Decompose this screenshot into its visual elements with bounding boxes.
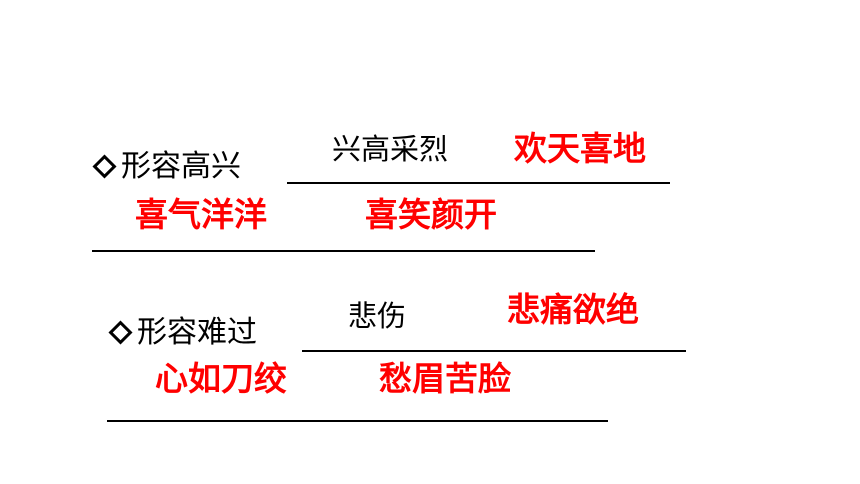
prompt-sad-label: 形容难过 <box>137 315 257 350</box>
answer-happy-handwritten: 兴高采烈 <box>332 132 449 166</box>
answer-sad-red-2: 心如刀绞 <box>155 359 287 398</box>
answer-sad-red-3: 愁眉苦脸 <box>379 359 511 398</box>
diamond-bullet-icon <box>108 319 133 345</box>
answer-blank-line <box>92 250 595 252</box>
answer-happy-red-3: 喜笑颜开 <box>365 195 497 234</box>
answer-blank-line <box>302 350 686 352</box>
prompt-happy-label: 形容高兴 <box>121 149 241 184</box>
answer-blank-line <box>107 420 608 422</box>
prompt-happy: 形容高兴 <box>92 152 241 182</box>
answer-happy-red-2: 喜气洋洋 <box>135 195 267 234</box>
answer-sad-red-1: 悲痛欲绝 <box>507 290 639 329</box>
answer-sad-handwritten: 悲伤 <box>348 299 407 333</box>
answer-happy-red-1: 欢天喜地 <box>514 129 646 168</box>
answer-blank-line <box>287 182 670 184</box>
prompt-sad: 形容难过 <box>108 318 257 348</box>
diamond-bullet-icon <box>92 153 117 179</box>
